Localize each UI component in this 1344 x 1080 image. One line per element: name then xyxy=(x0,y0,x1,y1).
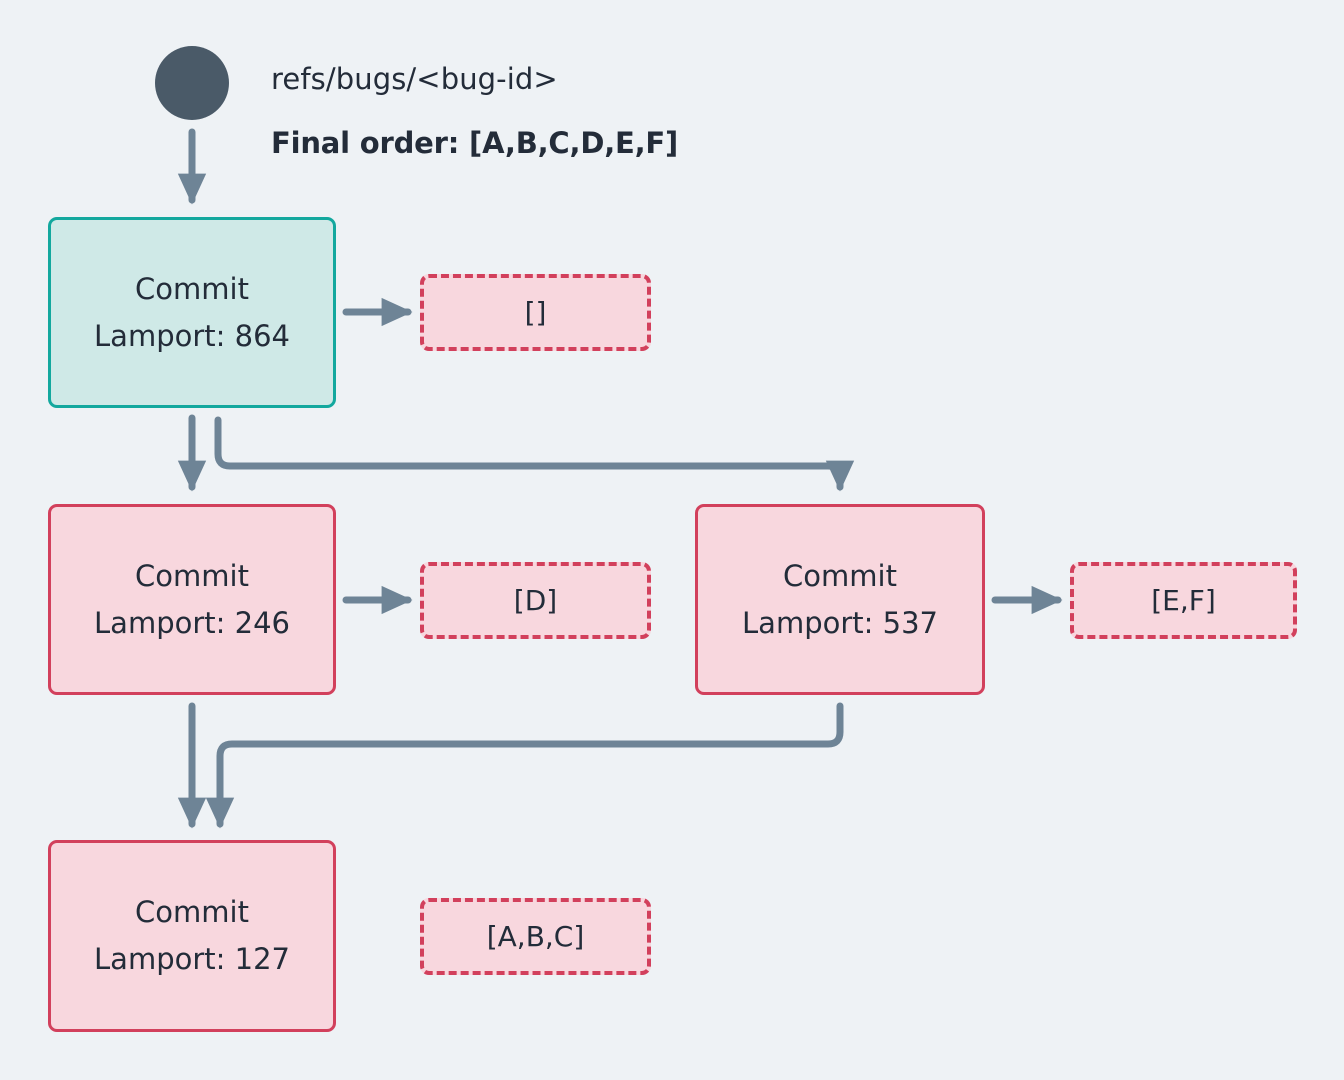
commit-node-127-title: Commit xyxy=(135,895,249,930)
order-box-127[interactable]: [A,B,C] xyxy=(420,898,651,975)
commit-node-127[interactable]: Commit Lamport: 127 xyxy=(48,840,336,1032)
edge-c537-to-c127 xyxy=(205,702,844,829)
commit-node-246-lamport: Lamport: 246 xyxy=(94,605,290,640)
commit-node-864-title: Commit xyxy=(135,271,249,306)
commit-node-537[interactable]: Commit Lamport: 537 xyxy=(695,504,985,695)
root-ref-label: refs/bugs/<bug-id> xyxy=(271,62,558,96)
order-box-246-text: [D] xyxy=(513,584,558,617)
commit-node-864[interactable]: Commit Lamport: 864 xyxy=(48,217,336,408)
root-circle-icon xyxy=(155,46,229,120)
commit-node-864-lamport: Lamport: 864 xyxy=(94,318,290,353)
commit-node-537-title: Commit xyxy=(783,558,897,593)
commit-node-246[interactable]: Commit Lamport: 246 xyxy=(48,504,336,695)
commit-node-127-lamport: Lamport: 127 xyxy=(94,942,290,976)
edge-c864-to-c537 xyxy=(214,416,855,492)
order-box-246[interactable]: [D] xyxy=(420,562,651,639)
order-box-864-text: [] xyxy=(524,296,547,329)
order-box-864[interactable]: [] xyxy=(420,274,651,351)
order-box-127-text: [A,B,C] xyxy=(486,920,585,953)
order-box-537-text: [E,F] xyxy=(1151,584,1216,617)
order-box-537[interactable]: [E,F] xyxy=(1070,562,1297,639)
root-final-order-label: Final order: [A,B,C,D,E,F] xyxy=(271,126,679,160)
commit-node-537-lamport: Lamport: 537 xyxy=(742,605,938,640)
commit-node-246-title: Commit xyxy=(135,558,249,593)
